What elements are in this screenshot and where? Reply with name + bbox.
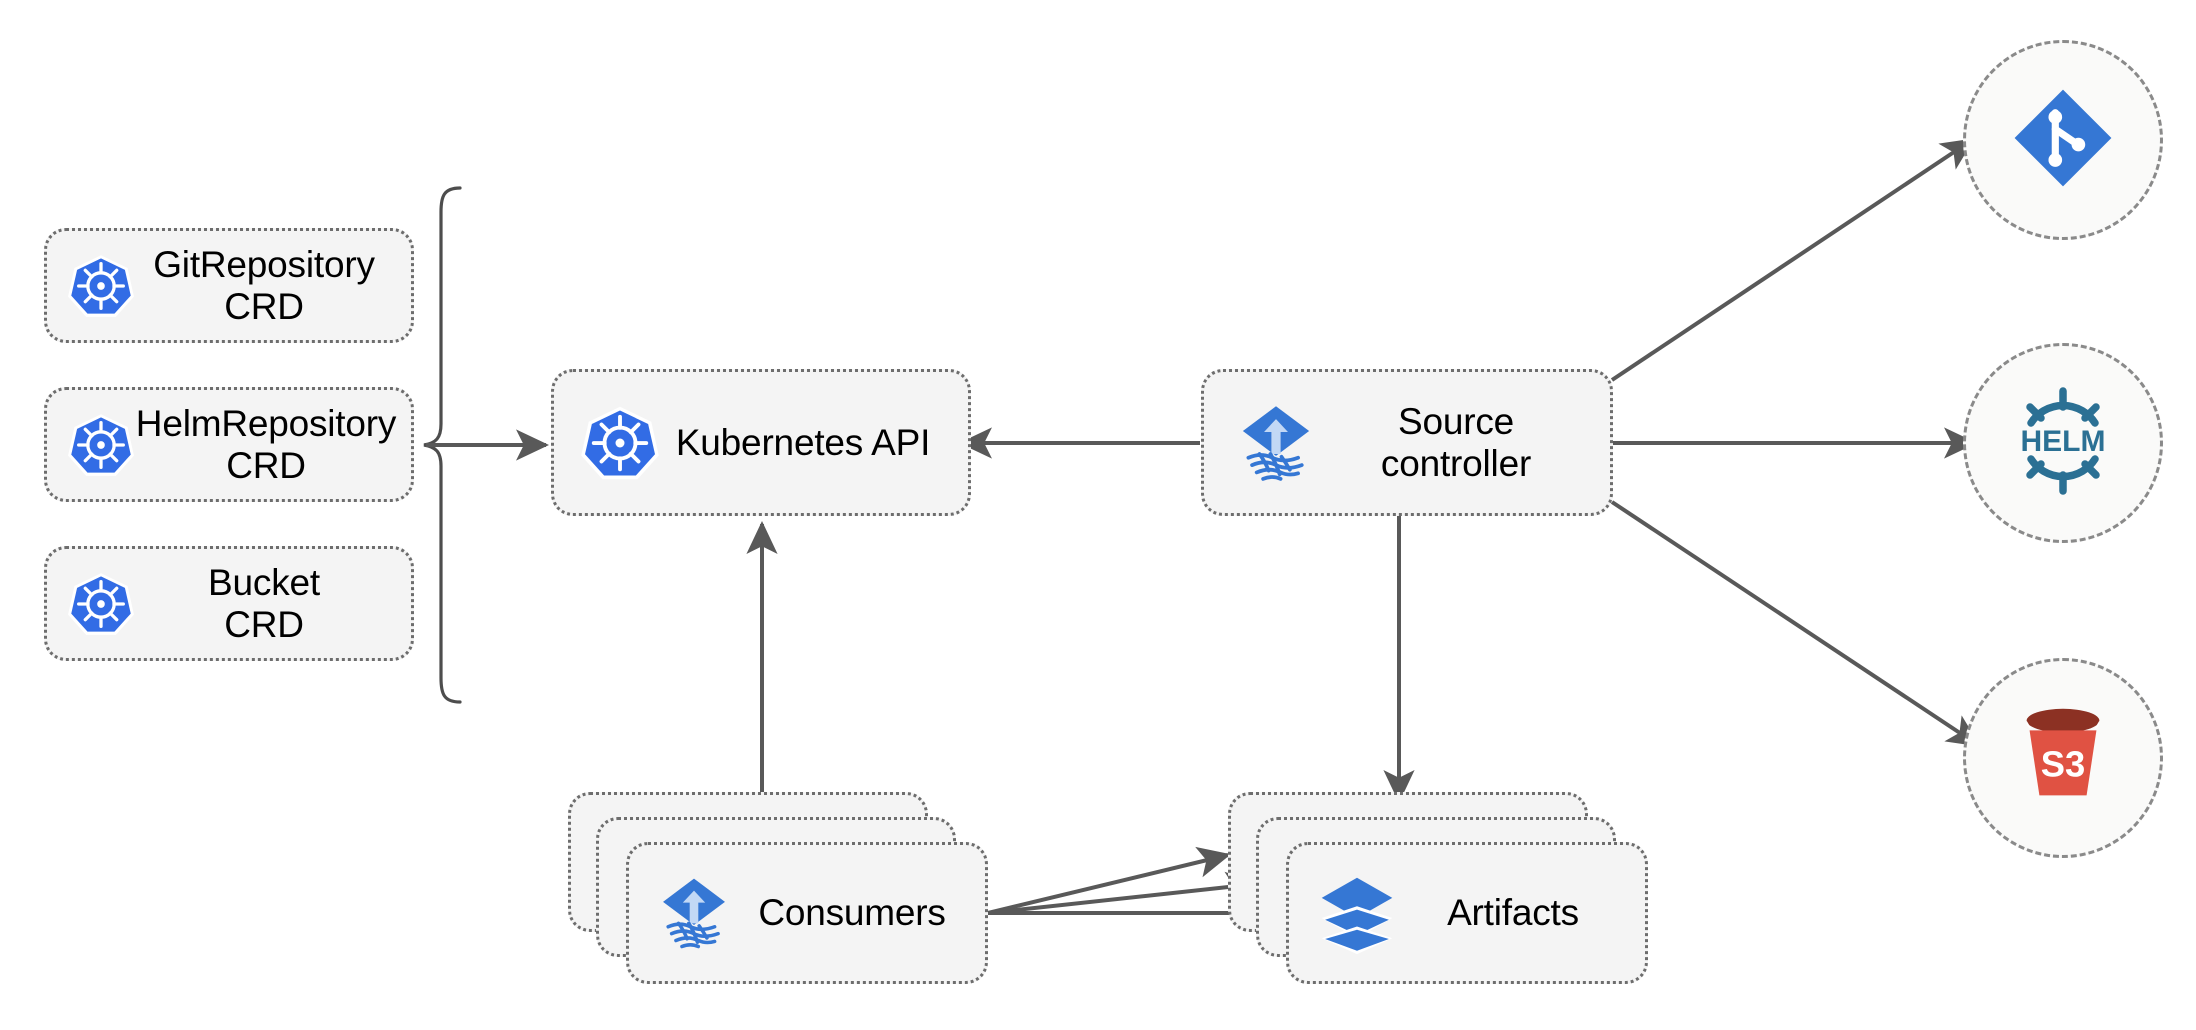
kubernetes-icon (67, 252, 135, 320)
crd-box-gitrepository[interactable]: GitRepository CRD (44, 228, 414, 343)
kubernetes-icon (580, 403, 660, 483)
crd-label: HelmRepository CRD (135, 403, 397, 486)
git-icon (2008, 83, 2118, 198)
edge-consumers-to-artifacts-1 (987, 846, 1231, 915)
node-artifacts-stack[interactable]: Artifacts (1228, 792, 1648, 992)
node-label: Kubernetes API (675, 421, 931, 463)
flux-icon (651, 870, 737, 956)
artifacts-card-front[interactable]: Artifacts (1286, 842, 1648, 984)
node-source-controller[interactable]: Source controller (1201, 369, 1613, 516)
helm-icon: HELM (2003, 381, 2123, 506)
kubernetes-icon (67, 411, 135, 479)
flux-icon (1230, 397, 1322, 489)
layers-icon (1315, 871, 1399, 955)
crd-group-brace (423, 186, 462, 704)
node-label: Consumers (758, 892, 946, 934)
helm-wordmark: HELM (2021, 425, 2106, 458)
source-circle-s3[interactable]: S3 (1963, 658, 2163, 858)
kubernetes-icon (67, 570, 135, 638)
s3-bucket-icon: S3 (2004, 697, 2122, 820)
edge-consumers-to-artifacts-2 (987, 871, 1259, 915)
edge-source-to-git (1610, 138, 1975, 382)
source-circle-helm[interactable]: HELM (1963, 343, 2163, 543)
s3-wordmark: S3 (2041, 743, 2086, 784)
crd-label: GitRepository CRD (153, 244, 375, 327)
crd-box-bucket[interactable]: Bucket CRD (44, 546, 414, 661)
crd-box-helmrepository[interactable]: HelmRepository CRD (44, 387, 414, 502)
crd-label: Bucket CRD (208, 562, 320, 645)
node-label: Source controller (1380, 401, 1532, 484)
node-kubernetes-api[interactable]: Kubernetes API (551, 369, 971, 516)
node-consumers-stack[interactable]: Consumers (568, 792, 988, 992)
node-label: Artifacts (1447, 892, 1579, 934)
edge-source-to-s3 (1610, 500, 1981, 747)
source-circle-git[interactable] (1963, 40, 2163, 240)
consumers-card-front[interactable]: Consumers (626, 842, 988, 984)
